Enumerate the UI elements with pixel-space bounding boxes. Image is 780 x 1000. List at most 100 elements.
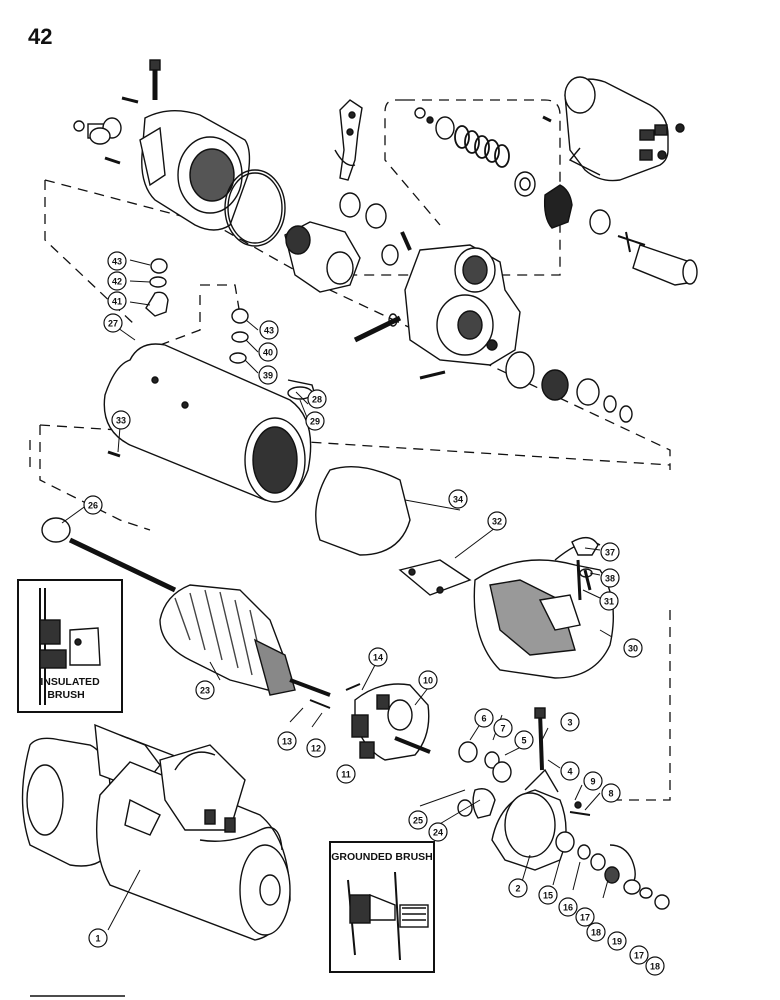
grounded-brush-label: GROUNDED BRUSH — [331, 851, 433, 863]
callout-27-label: 27 — [108, 319, 118, 329]
shift-lever — [334, 99, 363, 181]
callout-23-label: 23 — [200, 686, 210, 696]
callout-42-label: 42 — [112, 277, 122, 287]
pole-shoe — [398, 559, 472, 596]
callout-43b: 43 — [259, 320, 279, 340]
armature — [68, 537, 331, 697]
callout-26-label: 26 — [88, 501, 98, 511]
terminal-nut-37 — [571, 537, 599, 556]
callout-42: 42 — [107, 271, 127, 291]
callout-17b: 17 — [629, 945, 649, 965]
callout-33: 33 — [111, 410, 131, 430]
callout-6-label: 6 — [481, 714, 486, 724]
callout-17a: 17 — [575, 907, 595, 927]
callout-14: 14 — [368, 647, 388, 667]
callout-25: 25 — [408, 810, 428, 830]
callout-13: 13 — [277, 731, 297, 751]
callout-4-label: 4 — [567, 767, 572, 777]
callout-1-label: 1 — [95, 934, 100, 944]
callout-43a: 43 — [107, 251, 127, 271]
callout-29: 29 — [305, 411, 325, 431]
callout-33-label: 33 — [116, 416, 126, 426]
callout-19-label: 19 — [612, 937, 622, 947]
callout-29-label: 29 — [310, 417, 320, 427]
callout-40-label: 40 — [263, 348, 273, 358]
callout-8-label: 8 — [608, 789, 613, 799]
callout-19: 19 — [607, 931, 627, 951]
callout-17a-label: 17 — [580, 913, 590, 923]
callout-34-label: 34 — [453, 495, 463, 505]
callout-24: 24 — [428, 822, 448, 842]
leader-lines — [61, 259, 613, 931]
callout-16-label: 16 — [563, 903, 573, 913]
insulated-brush-inset — [17, 579, 123, 713]
callout-15-label: 15 — [543, 891, 553, 901]
callout-26: 26 — [83, 495, 103, 515]
callout-10: 10 — [418, 670, 438, 690]
washer-26 — [41, 517, 71, 543]
callout-18b-label: 18 — [650, 962, 660, 972]
callout-32-label: 32 — [492, 517, 502, 527]
callout-40: 40 — [258, 342, 278, 362]
callout-10-label: 10 — [423, 676, 433, 686]
commutator-end-hardware — [457, 707, 546, 819]
callout-37-label: 37 — [605, 548, 615, 558]
insulated-brush-label-line2: BRUSH — [47, 689, 84, 701]
brush-holder-plate — [309, 683, 431, 761]
callout-39: 39 — [258, 365, 278, 385]
callout-3-label: 3 — [567, 718, 572, 728]
assembled-starter-motor — [21, 723, 291, 941]
callout-43b-label: 43 — [264, 326, 274, 336]
callout-12: 12 — [306, 738, 326, 758]
callout-43a-label: 43 — [112, 257, 122, 267]
callout-8: 8 — [601, 783, 621, 803]
page-number: 42 — [28, 24, 53, 49]
field-terminal-hardware — [145, 258, 316, 400]
callout-3: 3 — [560, 712, 580, 732]
callout-11-label: 11 — [341, 770, 351, 780]
callout-37: 37 — [600, 542, 620, 562]
pinion-drive — [284, 192, 412, 293]
callout-2: 2 — [508, 878, 528, 898]
callout-41-label: 41 — [112, 297, 122, 307]
callout-27: 27 — [103, 313, 123, 333]
callout-28: 28 — [307, 389, 327, 409]
callout-32: 32 — [487, 511, 507, 531]
callout-13-label: 13 — [282, 737, 292, 747]
callout-12-label: 12 — [311, 744, 321, 754]
callout-11: 11 — [336, 764, 356, 784]
intermediate-housing — [353, 244, 633, 423]
commutator-end-frame — [491, 768, 670, 910]
drive-end-housing — [73, 59, 286, 247]
callout-4: 4 — [560, 761, 580, 781]
field-coil-sleeve — [315, 465, 411, 556]
callout-18a-label: 18 — [591, 928, 601, 938]
callout-41: 41 — [107, 291, 127, 311]
field-coil — [473, 541, 615, 679]
spring — [454, 125, 510, 168]
callout-1: 1 — [88, 928, 108, 948]
callout-17b-label: 17 — [634, 951, 644, 961]
callout-15: 15 — [538, 885, 558, 905]
callout-7-label: 7 — [500, 724, 505, 734]
callout-7: 7 — [493, 718, 513, 738]
callout-34: 34 — [448, 489, 468, 509]
callout-18b: 18 — [645, 956, 665, 976]
grounded-brush-inset — [329, 841, 435, 973]
callout-5: 5 — [514, 730, 534, 750]
callout-24-label: 24 — [433, 828, 443, 838]
callout-25-label: 25 — [413, 816, 423, 826]
callout-38-label: 38 — [605, 574, 615, 584]
callout-18a: 18 — [586, 922, 606, 942]
solenoid-internal-parts — [414, 107, 698, 286]
callout-6: 6 — [474, 708, 494, 728]
callout-31: 31 — [599, 591, 619, 611]
callout-2-label: 2 — [515, 884, 520, 894]
insulated-brush-label-line1: INSULATED — [40, 676, 100, 688]
field-frame-housing — [103, 343, 312, 503]
callout-38: 38 — [600, 568, 620, 588]
callout-39-label: 39 — [263, 371, 273, 381]
solenoid-assembly — [542, 76, 685, 182]
callout-31-label: 31 — [604, 597, 614, 607]
